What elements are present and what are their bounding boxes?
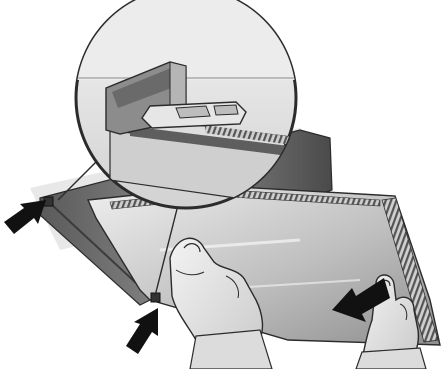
arrow-right-icon <box>4 200 46 234</box>
inset-slide-tab <box>142 102 246 128</box>
push-arrow-bottom <box>126 308 158 354</box>
push-arrow-top-left <box>4 200 46 234</box>
arrow-up-right-icon <box>126 308 158 354</box>
